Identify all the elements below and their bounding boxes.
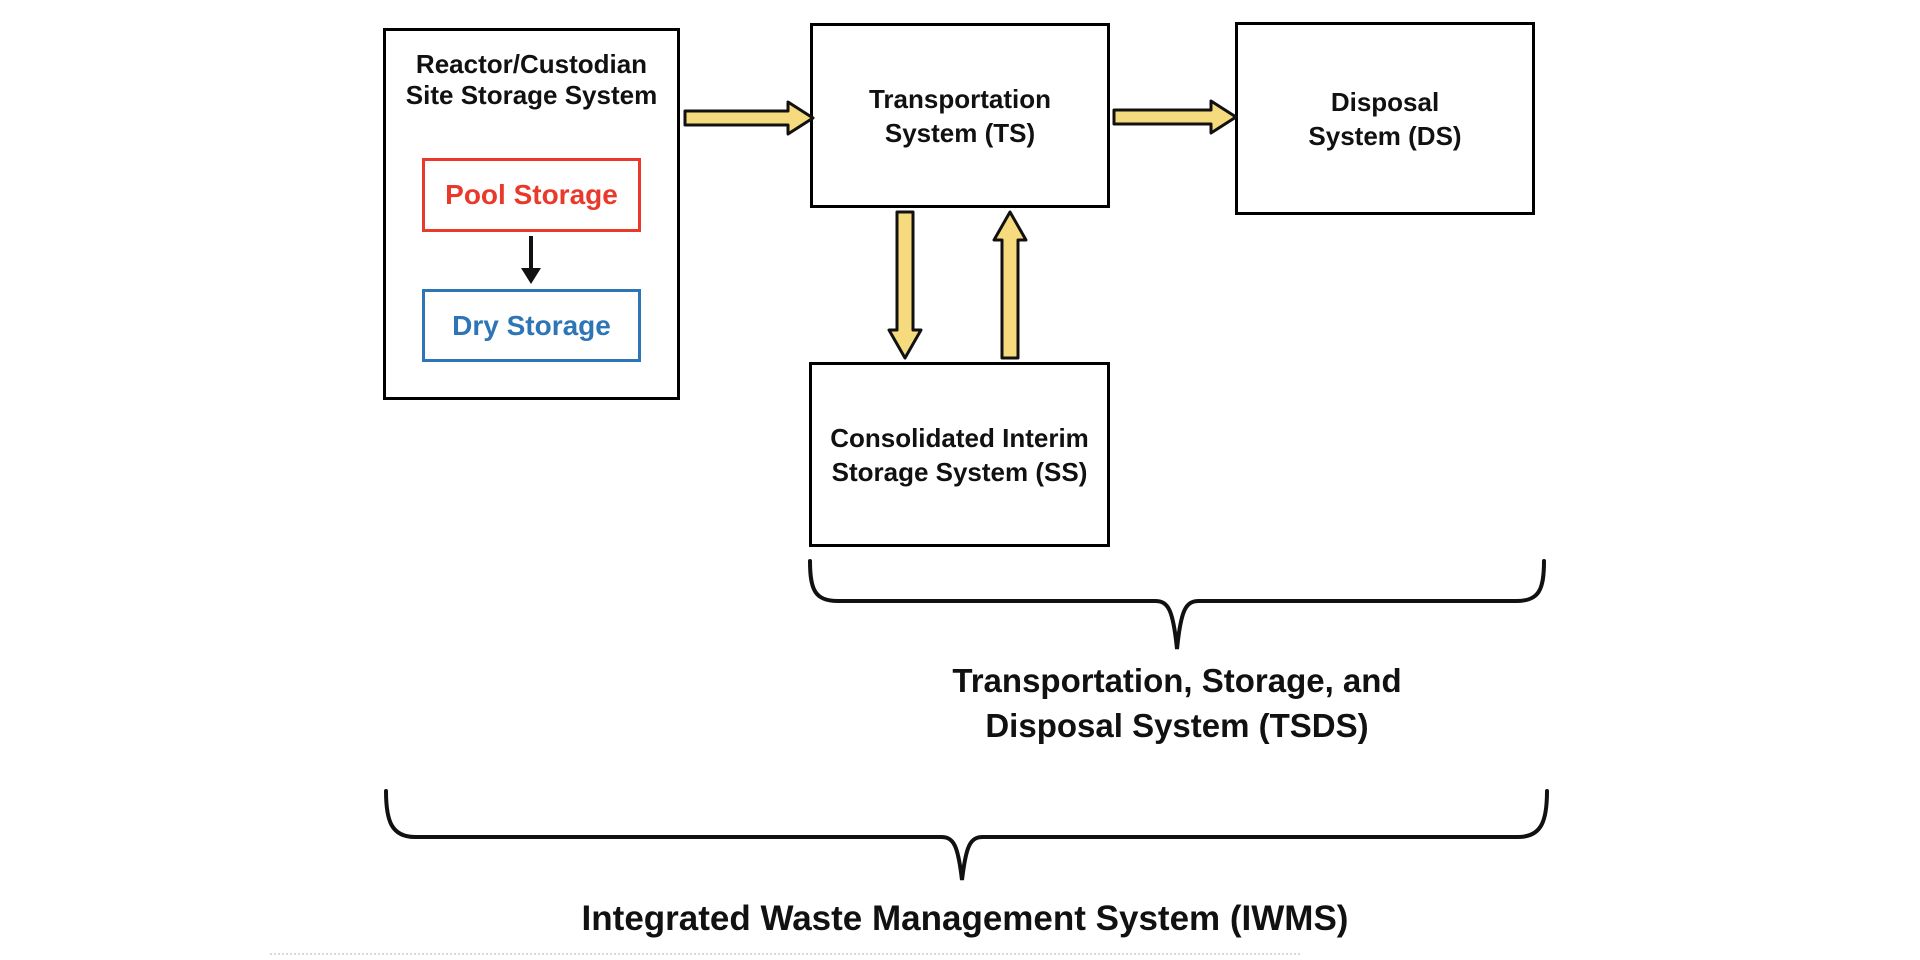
pool-storage-label: Pool Storage [445, 179, 618, 210]
disposal-system-box: Disposal System (DS) [1235, 22, 1535, 215]
consolidated-interim-storage-box: Consolidated Interim Storage System (SS) [809, 362, 1110, 547]
ds-label-line2: System (DS) [1308, 120, 1462, 151]
reactor-to-ts-arrow [683, 100, 815, 136]
transportation-system-label: Transportation System (TS) [869, 82, 1051, 150]
reactor-custodian-box: Reactor/Custodian Site Storage System Po… [383, 28, 680, 400]
reactor-custodian-title: Reactor/Custodian Site Storage System [386, 49, 677, 111]
tsds-brace [808, 559, 1546, 650]
reactor-title-line2: Site Storage System [405, 80, 658, 110]
iwms-label-text: Integrated Waste Management System (IWMS… [581, 899, 1349, 938]
bottom-edge-dotted-line [270, 953, 1300, 955]
dry-storage-label: Dry Storage [452, 309, 611, 341]
ss-label-line2: Storage System (SS) [831, 456, 1088, 487]
iwms-brace [384, 789, 1549, 881]
iwms-label: Integrated Waste Management System (IWMS… [582, 899, 1349, 939]
transportation-system-box: Transportation System (TS) [810, 23, 1110, 208]
tsds-label: Transportation, Storage, and Disposal Sy… [952, 658, 1401, 748]
ss-label-line1: Consolidated Interim [830, 422, 1089, 453]
reactor-title-line1: Reactor/Custodian [415, 49, 648, 79]
ts-to-ss-arrow [887, 210, 923, 360]
ds-label-line1: Disposal [1330, 86, 1440, 117]
tsds-label-line1: Transportation, Storage, and [952, 662, 1402, 699]
pool-storage-box: Pool Storage [422, 158, 641, 232]
dry-storage-box: Dry Storage [422, 289, 641, 362]
ss-to-ts-arrow [992, 210, 1028, 360]
ts-to-ds-arrow [1112, 99, 1238, 135]
ts-label-line2: System (TS) [884, 117, 1036, 148]
ts-label-line1: Transportation [868, 83, 1051, 114]
tsds-label-line2: Disposal System (TSDS) [985, 707, 1369, 744]
disposal-system-label: Disposal System (DS) [1308, 85, 1461, 153]
consolidated-interim-storage-label: Consolidated Interim Storage System (SS) [830, 421, 1089, 489]
